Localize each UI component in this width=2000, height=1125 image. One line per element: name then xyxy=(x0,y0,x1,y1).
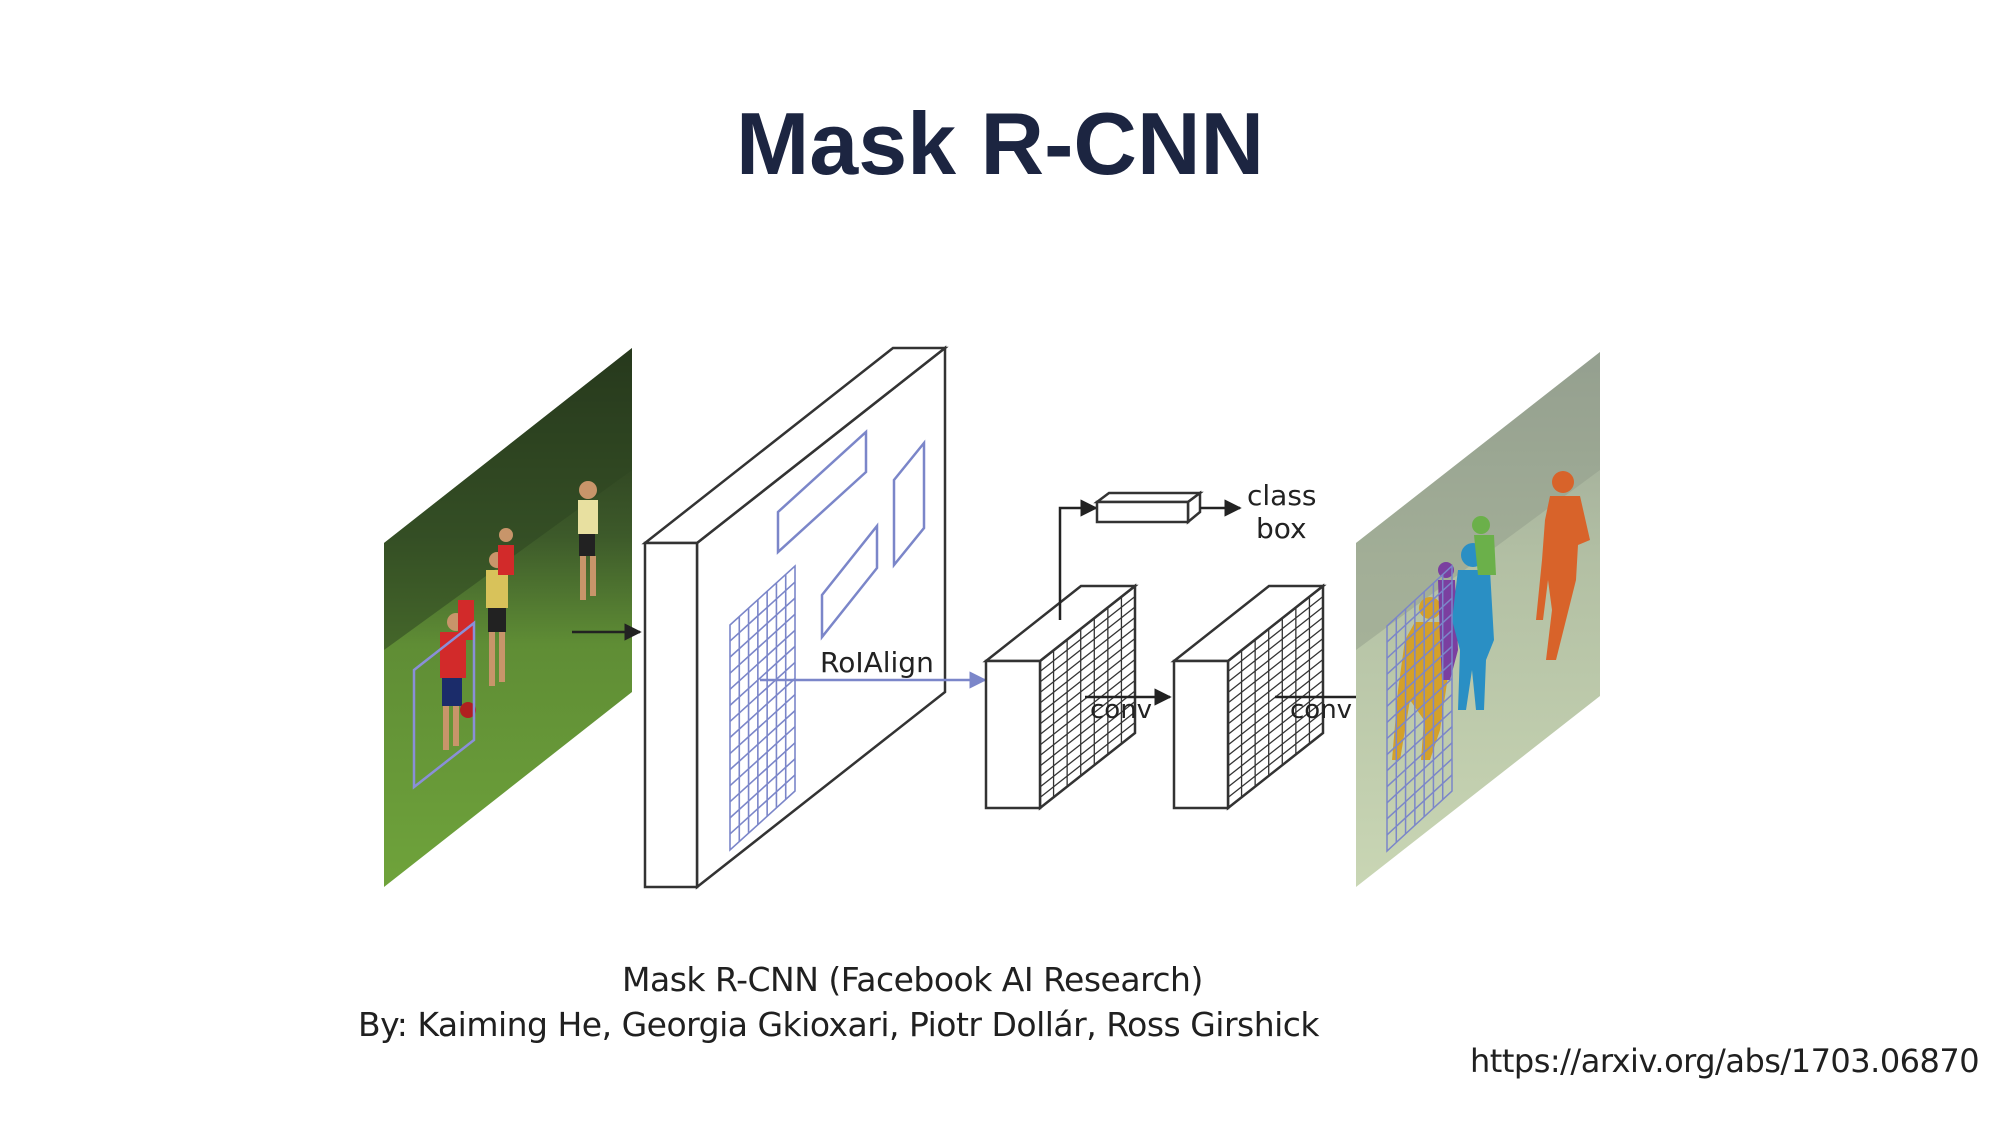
fc-head xyxy=(1093,490,1204,525)
conv-block-1-grid xyxy=(1039,584,1136,810)
output-mask-grid xyxy=(1386,564,1453,853)
arxiv-link[interactable]: https://arxiv.org/abs/1703.06870 xyxy=(1470,1042,1980,1080)
orange-mask xyxy=(1536,471,1590,660)
roialign-label: RoIAlign xyxy=(820,646,934,679)
green-mask xyxy=(1472,516,1496,575)
soccer-players-icon xyxy=(440,481,598,750)
branch-arrow xyxy=(1058,499,1098,620)
slide-title: Mask R-CNN xyxy=(735,94,1265,193)
box-label: box xyxy=(1256,512,1307,545)
class-label: class xyxy=(1247,479,1317,512)
output-image xyxy=(1356,352,1600,887)
caption-line-2: By: Kaiming He, Georgia Gkioxari, Piotr … xyxy=(358,1005,1320,1044)
roi-grid xyxy=(729,564,796,852)
conv-block-2-grid xyxy=(1227,584,1324,810)
input-image xyxy=(384,348,632,887)
conv-label-2: conv xyxy=(1290,695,1352,725)
caption-line-1: Mask R-CNN (Facebook AI Research) xyxy=(622,960,1203,999)
detection-box xyxy=(412,620,476,790)
roi-boxes xyxy=(776,429,926,641)
conv-label-1: conv xyxy=(1090,695,1152,725)
